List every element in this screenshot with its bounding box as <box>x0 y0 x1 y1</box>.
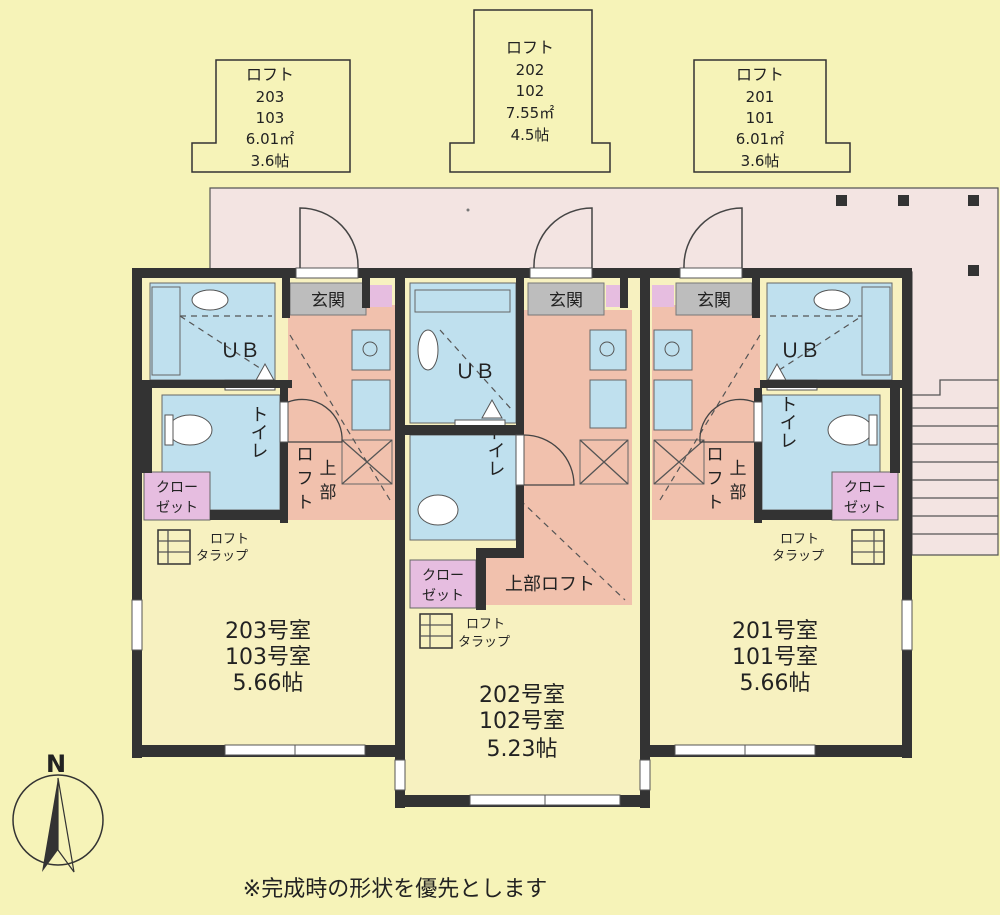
loft-upper-room: 201 <box>746 88 775 106</box>
unit-203-entrance: 玄関 <box>289 282 367 316</box>
unit-203-loft-ladder: ロフト タラップ <box>157 529 249 565</box>
svg-text:玄関: 玄関 <box>311 291 345 311</box>
svg-text:ゼット: ゼット <box>156 500 198 516</box>
unit-203-closet: クロー ゼット <box>143 471 211 521</box>
unit-202-kitchen-fixtures <box>519 329 629 601</box>
svg-text:部: 部 <box>730 483 747 503</box>
north-label: N <box>46 750 66 778</box>
unit-202-loft-ladder: ロフト タラップ <box>419 613 510 650</box>
loft-box-201: ロフト 201 101 6.01㎡ 3.6帖 <box>693 59 851 173</box>
svg-text:クロー: クロー <box>844 480 886 496</box>
svg-text:ゼット: ゼット <box>844 500 886 516</box>
unit-201-entrance: 玄関 <box>675 282 753 316</box>
svg-text:ロフト: ロフト <box>466 617 505 632</box>
loft-label: ロフト <box>736 65 784 84</box>
svg-text:タラップ: タラップ <box>772 549 824 564</box>
unit-201-kitchen-fixtures <box>653 329 761 501</box>
toilet-label: トイレ <box>777 395 798 449</box>
svg-text:5.23帖: 5.23帖 <box>487 737 558 762</box>
svg-text:202号室: 202号室 <box>479 683 565 708</box>
svg-text:103号室: 103号室 <box>225 645 311 670</box>
loft-box-203: ロフト 203 103 6.01㎡ 3.6帖 <box>191 59 351 173</box>
svg-text:ト: ト <box>707 493 724 513</box>
loft-lower-room: 102 <box>516 82 545 100</box>
loft-mats: 3.6帖 <box>741 152 780 170</box>
svg-text:ロ: ロ <box>297 445 314 465</box>
svg-text:ロ: ロ <box>707 445 724 465</box>
unit-201-loft-ladder: ロフト タラップ <box>772 529 885 565</box>
unit-203-bathroom: ＵＢ <box>149 282 276 391</box>
unit-201-closet: クロー ゼット <box>831 471 899 521</box>
unit-202-bathroom: ＵＢ <box>409 282 517 431</box>
loft-mats: 3.6帖 <box>251 152 290 170</box>
svg-text:201号室: 201号室 <box>732 619 818 644</box>
unit-203-room-label: 203号室 103号室 5.66帖 <box>225 619 311 696</box>
unit-201-shoe-closet <box>652 285 674 307</box>
svg-text:203号室: 203号室 <box>225 619 311 644</box>
svg-text:5.66帖: 5.66帖 <box>740 671 811 696</box>
svg-text:フ: フ <box>297 469 314 489</box>
loft-area: 7.55㎡ <box>506 104 554 122</box>
unit-203-loft-label: ロ フ ト 上 部 <box>297 445 337 513</box>
svg-text:上: 上 <box>730 459 747 479</box>
compass: N <box>12 750 104 873</box>
loft-area: 6.01㎡ <box>736 130 784 148</box>
svg-text:部: 部 <box>320 483 337 503</box>
unit-201-room-label: 201号室 101号室 5.66帖 <box>732 619 818 696</box>
svg-text:ト: ト <box>297 493 314 513</box>
unit-202-upper-loft-label: 上部ロフト <box>505 574 595 595</box>
toilet-label: トイレ <box>248 405 269 459</box>
svg-text:101号室: 101号室 <box>732 645 818 670</box>
svg-text:上: 上 <box>320 459 337 479</box>
svg-text:ロフト: ロフト <box>780 532 819 547</box>
unit-202-room-label: 202号室 102号室 5.23帖 <box>479 683 565 762</box>
loft-lower-room: 101 <box>746 109 775 127</box>
svg-text:ゼット: ゼット <box>422 588 464 604</box>
footnote: ※完成時の形状を優先とします <box>243 877 547 902</box>
svg-text:ロフト: ロフト <box>210 532 249 547</box>
svg-text:フ: フ <box>707 469 724 489</box>
loft-lower-room: 103 <box>256 109 285 127</box>
loft-upper-room: 203 <box>256 88 285 106</box>
unit-203-shoe-closet <box>370 285 392 307</box>
svg-text:玄関: 玄関 <box>697 291 731 311</box>
unit-202-entrance: 玄関 <box>527 282 605 316</box>
unit-203-kitchen-fixtures <box>289 329 393 501</box>
unit-202-closet: クロー ゼット <box>409 559 477 609</box>
staircase <box>912 379 998 535</box>
svg-text:ＵＢ: ＵＢ <box>220 338 260 362</box>
north-arrow-icon <box>42 778 58 872</box>
svg-text:クロー: クロー <box>422 568 464 584</box>
svg-text:玄関: 玄関 <box>549 291 583 311</box>
unit-201-loft-label: ロ フ ト 上 部 <box>707 445 747 513</box>
windows <box>131 599 913 806</box>
loft-area: 6.01㎡ <box>246 130 294 148</box>
loft-label: ロフト <box>246 65 294 84</box>
svg-text:5.66帖: 5.66帖 <box>233 671 304 696</box>
toilet-label: トイレ <box>485 423 506 477</box>
unit-201-bathroom: ＵＢ <box>766 282 893 391</box>
svg-text:クロー: クロー <box>156 480 198 496</box>
loft-box-202: ロフト 202 102 7.55㎡ 4.5帖 <box>449 9 611 173</box>
svg-text:タラップ: タラップ <box>196 549 248 564</box>
svg-text:タラップ: タラップ <box>458 635 510 650</box>
svg-text:ＵＢ: ＵＢ <box>455 359 495 383</box>
svg-text:ＵＢ: ＵＢ <box>780 338 820 362</box>
svg-text:102号室: 102号室 <box>479 709 565 734</box>
loft-upper-room: 202 <box>516 61 545 79</box>
loft-mats: 4.5帖 <box>511 126 550 144</box>
loft-label: ロフト <box>506 38 554 57</box>
unit-202-toilet: トイレ <box>409 423 517 541</box>
doors <box>279 207 763 486</box>
